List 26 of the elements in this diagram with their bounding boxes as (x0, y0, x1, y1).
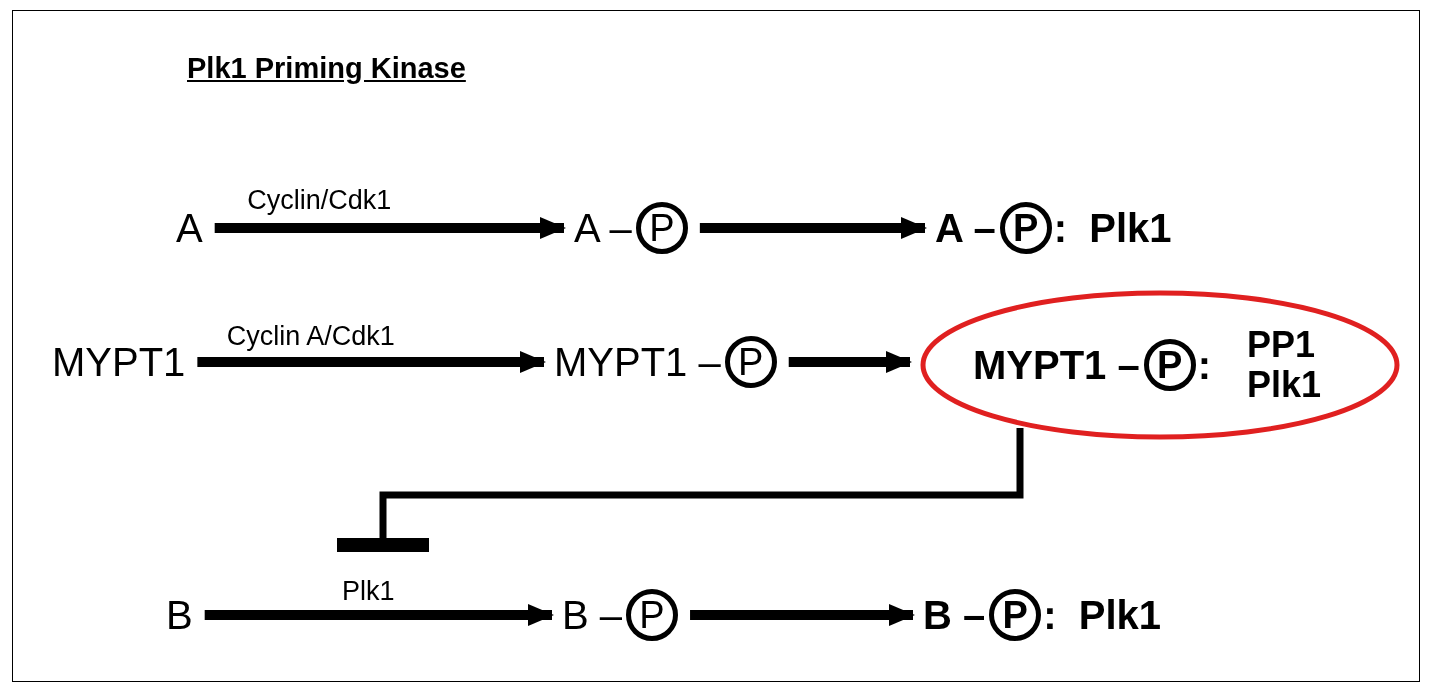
arrow (788, 351, 912, 373)
phosphate-symbol: P (999, 202, 1052, 254)
phosphate-symbol: P (1143, 339, 1196, 391)
protein-label: MYPT1 – (972, 345, 1140, 385)
protein-label: A (176, 200, 203, 256)
arrow (197, 351, 546, 373)
protein-label: B – (562, 595, 623, 635)
binding-label: : (1197, 345, 1211, 385)
protein-label: A – (574, 208, 632, 248)
arrow (690, 604, 915, 626)
diagram-title: Plk1 Priming Kinase (187, 52, 466, 85)
binding-label: : Plk1 (1043, 595, 1162, 635)
arrow (204, 604, 554, 626)
arrow (214, 217, 566, 239)
phosphate-symbol: P (724, 336, 777, 388)
phosphate-symbol: P (989, 589, 1042, 641)
binding-label: PP1 Plk1 (1247, 325, 1323, 405)
protein-label: B (166, 587, 193, 643)
protein-label: B – (923, 595, 986, 635)
protein-label: A – (935, 208, 996, 248)
phosphate-symbol: P (635, 202, 688, 254)
binding-label: : Plk1 (1053, 208, 1172, 248)
phosphate-symbol: P (626, 589, 679, 641)
protein-label: MYPT1 – (554, 342, 721, 382)
arrow (699, 217, 927, 239)
protein-label: MYPT1 (52, 334, 186, 390)
